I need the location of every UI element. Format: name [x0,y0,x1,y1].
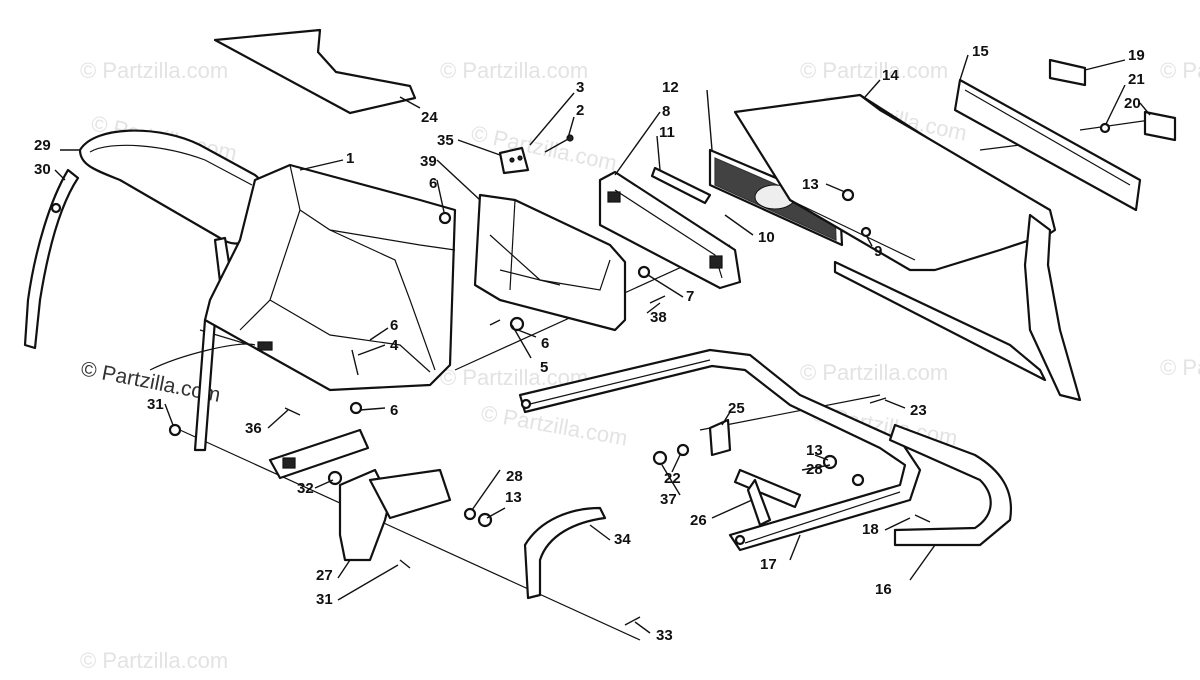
callout-21: 21 [1128,71,1145,88]
watermark-text: © Partzilla.com [800,360,948,385]
callout-11: 11 [659,124,675,141]
part-39-bracket [473,193,627,332]
watermark-text: © Partzilla.com [80,58,228,83]
part-17-frame [518,348,922,552]
part-36-hinge-bar [268,428,370,480]
part-19-plate [1048,58,1087,87]
callout-10: 10 [758,229,775,246]
callout-14: 14 [882,67,899,84]
part-8-taillight-housing [598,170,742,290]
callout-36: 36 [245,420,262,437]
part-12-taillight-lens [708,148,844,247]
callout-37: 37 [660,491,677,508]
part-35-plate [498,146,530,175]
hardware-fasteners [168,188,931,626]
callout-9: 9 [874,243,882,260]
callout-2: 2 [576,102,584,119]
part-26-pin [733,468,802,527]
callout-8: 8 [662,103,670,120]
callout-6a: 6 [429,175,437,192]
part-15-long-bar [953,78,1142,212]
callout-39: 39 [420,153,437,170]
callout-33: 33 [656,627,673,644]
callout-13c: 13 [806,442,823,459]
part-11-reflector-strip [650,166,712,205]
callout-29: 29 [34,137,51,154]
callout-15: 15 [972,43,989,60]
callout-labels: 1 2 3 4 5 6 6 6 6 7 8 9 10 11 12 13 13 1… [34,43,1145,644]
callout-38: 38 [650,309,667,326]
callout-23: 23 [910,402,927,419]
callout-31a: 31 [147,396,164,413]
watermark-text: © Partzilla.com [479,400,629,450]
callout-22: 22 [664,470,681,487]
callout-19: 19 [1128,47,1145,64]
part-1-rear-housing [149,163,457,392]
callout-6c: 6 [541,335,549,352]
callout-5: 5 [540,359,548,376]
callout-6b: 6 [390,317,398,334]
callout-4: 4 [390,337,399,354]
callout-7: 7 [686,288,694,305]
callout-31b: 31 [316,591,333,608]
callout-25: 25 [728,400,745,417]
callout-13a: 13 [802,176,819,193]
callout-28b: 28 [806,461,823,478]
callout-35: 35 [437,132,454,149]
callout-18: 18 [862,521,879,538]
part-16-curved-strip [888,423,1013,547]
part-21-fastener [1099,122,1111,134]
part-27-hinge-block [338,468,452,562]
callout-24: 24 [421,109,438,126]
watermark-text: © Partzilla.com [440,58,588,83]
leader-lines [54,54,1151,634]
watermark-text: © Partzilla.com [1160,355,1200,380]
callout-12: 12 [662,79,679,96]
callout-28a: 28 [506,468,523,485]
callout-34: 34 [614,531,631,548]
watermark-text: © Partzilla.com [1160,58,1200,83]
washer-6a [438,211,452,225]
callout-1: 1 [346,150,354,167]
part-14-side-rail [833,213,1082,402]
callout-3: 3 [576,79,584,96]
callout-27: 27 [316,567,333,584]
watermark-text: © Partzilla.com [800,58,948,83]
part-25-bracket [708,418,732,457]
callout-32: 32 [297,480,314,497]
callout-26: 26 [690,512,707,529]
callout-13b: 13 [505,489,522,506]
callout-30: 30 [34,161,51,178]
callout-6d: 6 [390,402,398,419]
watermark-text: © Partzilla.com [80,648,228,673]
part-14-rear-panel [733,93,1057,272]
callout-16: 16 [875,581,892,598]
part-20-plate [1143,110,1177,142]
callout-20: 20 [1124,95,1141,112]
callout-17: 17 [760,556,777,573]
part-24-floor-panel [213,28,417,115]
part-34-handle [523,506,607,600]
